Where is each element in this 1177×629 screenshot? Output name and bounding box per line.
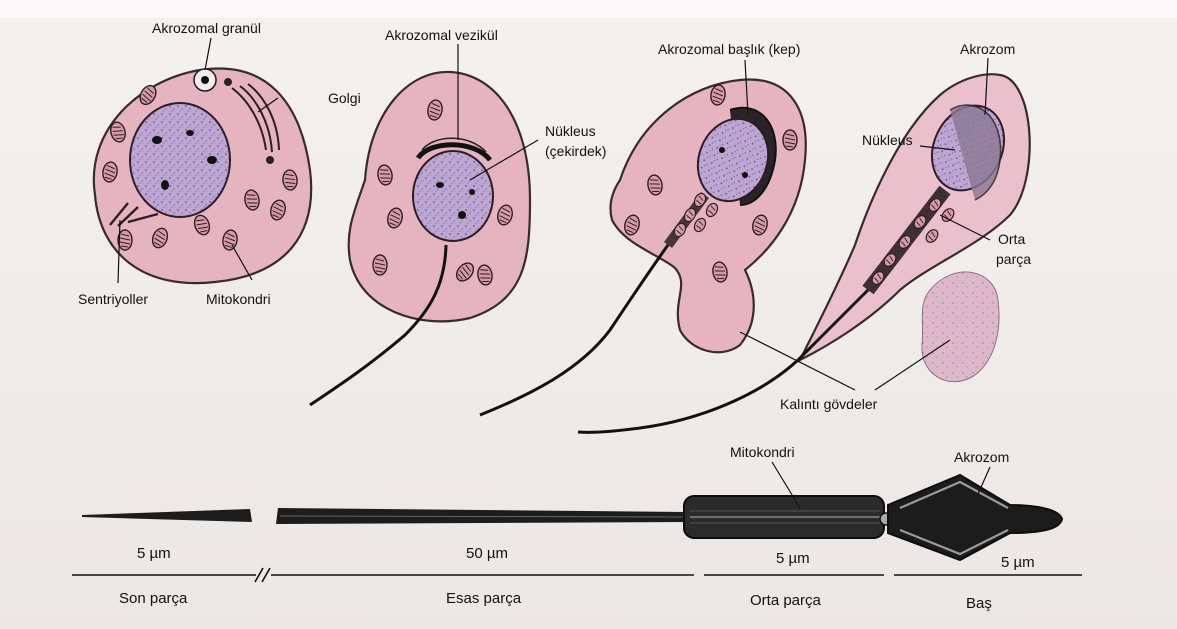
measure-son: 5 µm <box>137 545 171 562</box>
cell-spermatid <box>94 68 311 283</box>
section-bas: Baş <box>966 595 992 612</box>
cell2-nucleus <box>413 151 493 241</box>
label-akrozomal-baslik: Akrozomal başlık (kep) <box>658 41 800 57</box>
label-cekirdek: (çekirdek) <box>545 143 606 159</box>
label-mitokondri-sperm: Mitokondri <box>730 444 795 460</box>
label-akrozom-sperm: Akrozom <box>954 449 1009 465</box>
measure-bas: 5 µm <box>1001 554 1035 571</box>
end-piece <box>82 509 252 522</box>
label-parca: parça <box>996 251 1031 267</box>
label-sentriyoller: Sentriyoller <box>78 291 148 307</box>
section-esas-parca: Esas parça <box>446 590 522 607</box>
scale-bar <box>72 568 1082 582</box>
label-golgi: Golgi <box>328 90 361 106</box>
mature-sperm <box>82 475 1062 560</box>
label-kalinti-govdeler: Kalıntı gövdeler <box>780 396 878 412</box>
section-son-parca: Son parça <box>119 590 188 607</box>
label-akrozomal-granul: Akrozomal granül <box>152 20 261 36</box>
label-nukleus-1: Nükleus <box>545 123 596 139</box>
label-akrozom-top: Akrozom <box>960 41 1015 57</box>
measure-orta: 5 µm <box>776 550 810 567</box>
cell-early-spermatid <box>310 72 530 405</box>
measure-esas: 50 µm <box>466 545 508 562</box>
label-nukleus-2: Nükleus <box>862 132 913 148</box>
label-orta: Orta <box>998 231 1025 247</box>
label-mitokondri-cell: Mitokondri <box>206 291 271 307</box>
cell4-flagellum <box>578 360 798 432</box>
cell-elongating-spermatid <box>480 80 806 415</box>
section-orta-parca: Orta parça <box>750 592 822 609</box>
residual-body <box>922 272 999 382</box>
label-akrozomal-vezikul: Akrozomal vezikül <box>385 27 498 43</box>
